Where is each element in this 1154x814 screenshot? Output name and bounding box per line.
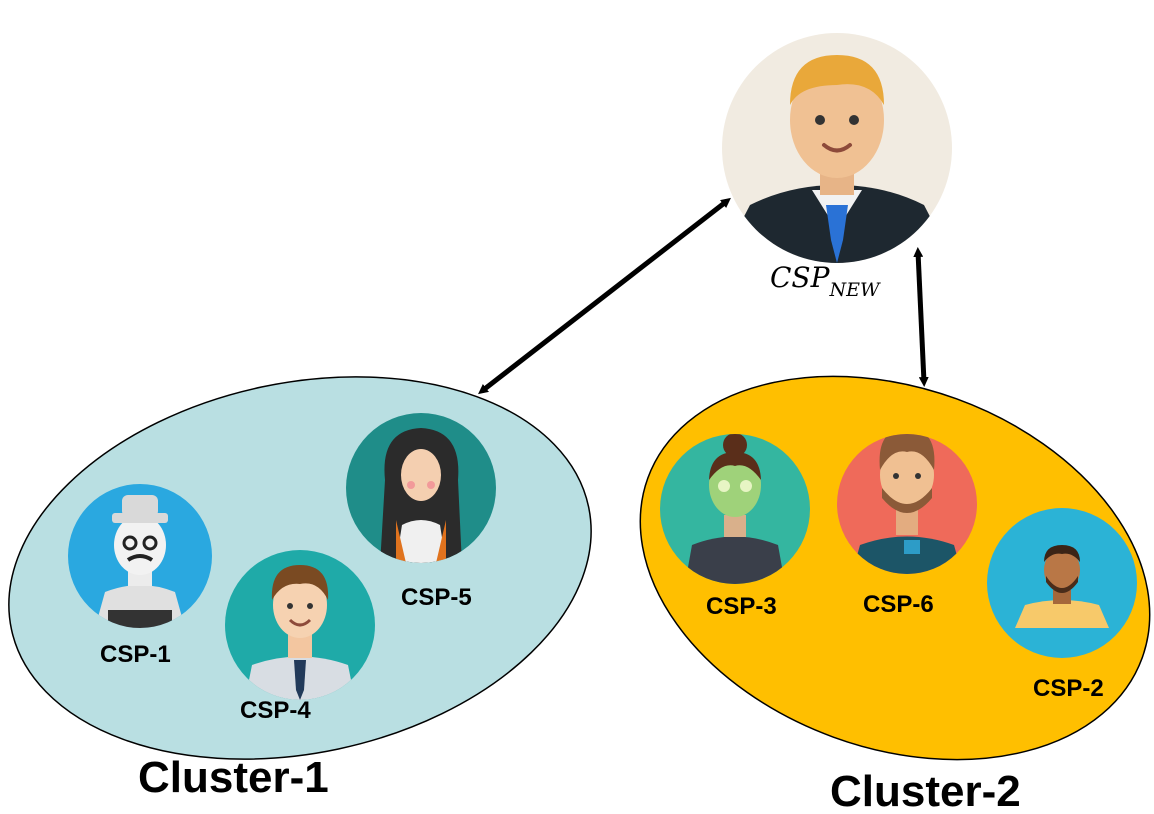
csp-3-label: CSP-3 <box>706 593 777 620</box>
new-csp-label: CSPNEW <box>770 261 881 301</box>
businessman-avatar-icon <box>225 550 375 700</box>
cluster-2-label: Cluster-2 <box>830 767 1021 814</box>
csp-1-label: CSP-1 <box>100 641 171 668</box>
cluster-1-label: Cluster-1 <box>138 753 329 802</box>
csp-4-label: CSP-4 <box>240 697 311 724</box>
csp-2-label: CSP-2 <box>1033 675 1104 702</box>
arrow-new-to-cluster-2 <box>913 247 929 387</box>
man-businessman-avatar-icon <box>722 33 952 263</box>
hipster-avatar-icon <box>68 484 212 628</box>
woman-face-mask-avatar-icon <box>660 434 810 584</box>
arrow-new-to-cluster-1 <box>478 197 731 395</box>
csp-5-label: CSP-5 <box>401 584 472 611</box>
bearded-man-avatar-icon <box>837 434 977 574</box>
dark-skin-man-avatar-icon <box>987 508 1137 658</box>
csp-6-label: CSP-6 <box>863 591 934 618</box>
woman-avatar-icon <box>346 413 496 563</box>
